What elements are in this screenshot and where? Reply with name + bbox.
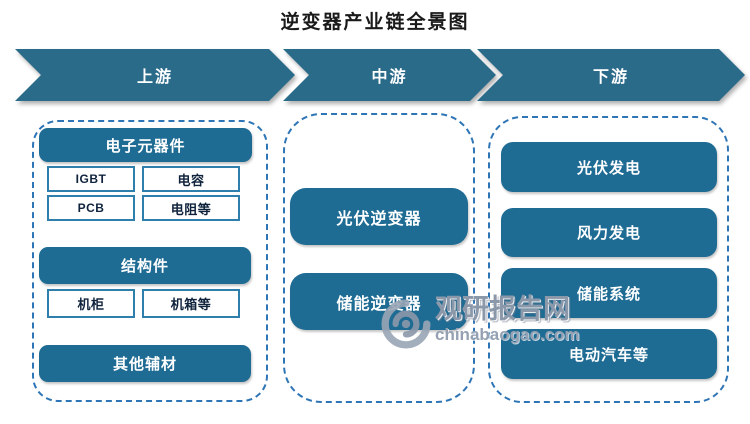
upstream-item-pcb: PCB <box>47 195 135 221</box>
downstream-panel <box>488 116 729 403</box>
upstream-panel <box>32 120 268 402</box>
midstream-item-storage-inverter: 储能逆变器 <box>290 273 468 330</box>
upstream-item-resistor: 电阻等 <box>142 195 240 221</box>
downstream-item-wind-power: 风力发电 <box>501 208 717 257</box>
upstream-item-cabinet: 机柜 <box>47 289 135 318</box>
upstream-item-igbt: IGBT <box>47 166 135 192</box>
page-title: 逆变器产业链全景图 <box>280 12 470 33</box>
upstream-item-chassis: 机箱等 <box>142 289 240 318</box>
midstream-panel <box>283 113 475 403</box>
upstream-group-structural-parts: 结构件 <box>39 247 251 284</box>
upstream-group-other-materials: 其他辅材 <box>39 345 251 382</box>
stage-arrow-upstream: 上游 <box>15 49 295 101</box>
stage-arrow-midstream: 中游 <box>283 49 496 101</box>
downstream-item-pv-power: 光伏发电 <box>501 142 717 192</box>
stage-arrows-row: 上游 中游 下游 <box>0 0 750 110</box>
downstream-item-energy-storage: 储能系统 <box>501 268 717 318</box>
downstream-item-ev: 电动汽车等 <box>501 329 717 379</box>
upstream-item-capacitor: 电容 <box>142 166 240 192</box>
midstream-item-pv-inverter: 光伏逆变器 <box>290 188 468 245</box>
upstream-group-electronic-components: 电子元器件 <box>39 128 252 162</box>
stage-arrow-downstream: 下游 <box>477 49 745 101</box>
